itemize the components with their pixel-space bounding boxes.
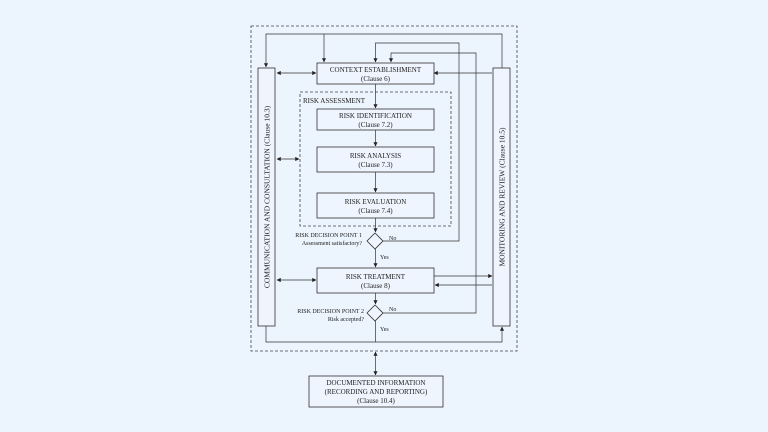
documented-information-box — [308, 375, 444, 408]
flow-connectors — [263, 33, 505, 376]
risk-analysis-box — [316, 146, 435, 173]
risk-identification-clause: (Clause 7.2) — [358, 121, 393, 129]
risk-treatment-clause: (Clause 8) — [361, 282, 391, 290]
risk-evaluation-title: RISK EVALUATION — [345, 198, 407, 206]
documented-information-line2: (RECORDING AND REPORTING) — [325, 388, 428, 396]
context-establishment-title: CONTEXT ESTABLISHMENT — [330, 66, 422, 74]
risk-assessment-label: RISK ASSESSMENT — [303, 97, 366, 105]
risk-treatment-box — [316, 267, 435, 294]
monitoring-bar — [492, 67, 511, 327]
risk-identification-title: RISK IDENTIFICATION — [339, 112, 412, 120]
context-establishment-clause: (Clause 6) — [361, 75, 391, 83]
risk-analysis-clause: (Clause 7.3) — [358, 161, 393, 169]
risk-analysis-title: RISK ANALYSIS — [350, 152, 401, 160]
decision-point-1-diamond — [366, 232, 384, 250]
decision-point-2-question: Risk accepted? — [328, 317, 364, 323]
process-frame — [250, 25, 518, 352]
decision-point-2-yes: Yes — [380, 327, 389, 333]
decision-point-1-question: Assessment satisfactory? — [302, 240, 362, 247]
decision-point-1-no: No — [389, 236, 396, 242]
documented-information-line3: (Clause 10.4) — [357, 397, 395, 405]
risk-evaluation-clause: (Clause 7.4) — [358, 207, 393, 215]
decision-point-1-yes: Yes — [380, 255, 389, 261]
communication-bar — [257, 67, 276, 327]
risk-treatment-title: RISK TREATMENT — [346, 273, 406, 281]
decision-point-2-diamond — [366, 304, 384, 322]
communication-label: COMMUNICATION AND CONSULTATION (Clause 1… — [263, 105, 272, 288]
documented-information-line1: DOCUMENTED INFORMATION — [327, 379, 426, 387]
decision-point-1-title: RISK DECISION POINT 1 — [295, 233, 362, 239]
decision-point-2-title: RISK DECISION POINT 2 — [297, 309, 364, 315]
risk-evaluation-box — [316, 192, 435, 219]
monitoring-label: MONITORING AND REVIEW (Clause 10.5) — [498, 127, 507, 267]
decision-point-2-no: No — [389, 307, 396, 313]
